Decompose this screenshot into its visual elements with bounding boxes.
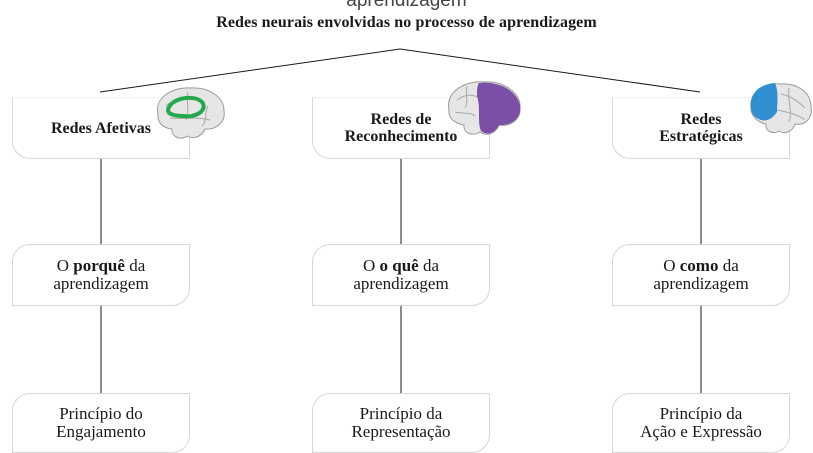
principle-keyword: o quê xyxy=(379,256,419,275)
principle-name-line1: Princípio da xyxy=(659,404,743,423)
principle-prefix: O xyxy=(663,256,680,275)
apex-connector xyxy=(99,48,701,93)
principle-suffix: da xyxy=(418,256,440,275)
principle-prefix: O xyxy=(56,256,74,275)
principle-name-line1: Princípio da xyxy=(359,404,443,423)
network-label-line1: Redes de xyxy=(370,111,432,128)
principle-name-line1: Princípio do xyxy=(59,404,143,423)
principle-noun: aprendizagem xyxy=(353,274,449,293)
clipped-heading: aprendizagem xyxy=(346,0,467,11)
principle-name-line2: Engajamento xyxy=(56,422,146,441)
principle-suffix: da xyxy=(124,256,146,275)
brain-icon-recognition xyxy=(448,81,521,135)
principle-name-line2: Representação xyxy=(351,422,451,441)
principle-prefix: O xyxy=(362,256,380,275)
principle-name-line2: Ação e Expressão xyxy=(640,422,762,441)
network-label-line2: Estratégicas xyxy=(659,128,743,145)
principle-keyword: porquê xyxy=(73,256,125,275)
brain-icon-strategic xyxy=(750,83,812,134)
network-label-line2: Reconhecimento xyxy=(344,128,458,145)
principle-keyword: como xyxy=(679,256,719,275)
brain-icon-affective xyxy=(156,87,225,139)
network-label-line1: Redes xyxy=(680,111,722,128)
diagram-title: Redes neurais envolvidas no processo de … xyxy=(216,14,597,31)
principle-noun: aprendizagem xyxy=(53,274,149,293)
network-label: Redes Afetivas xyxy=(51,119,151,137)
principle-suffix: da xyxy=(718,256,739,275)
principle-noun: aprendizagem xyxy=(653,274,749,293)
